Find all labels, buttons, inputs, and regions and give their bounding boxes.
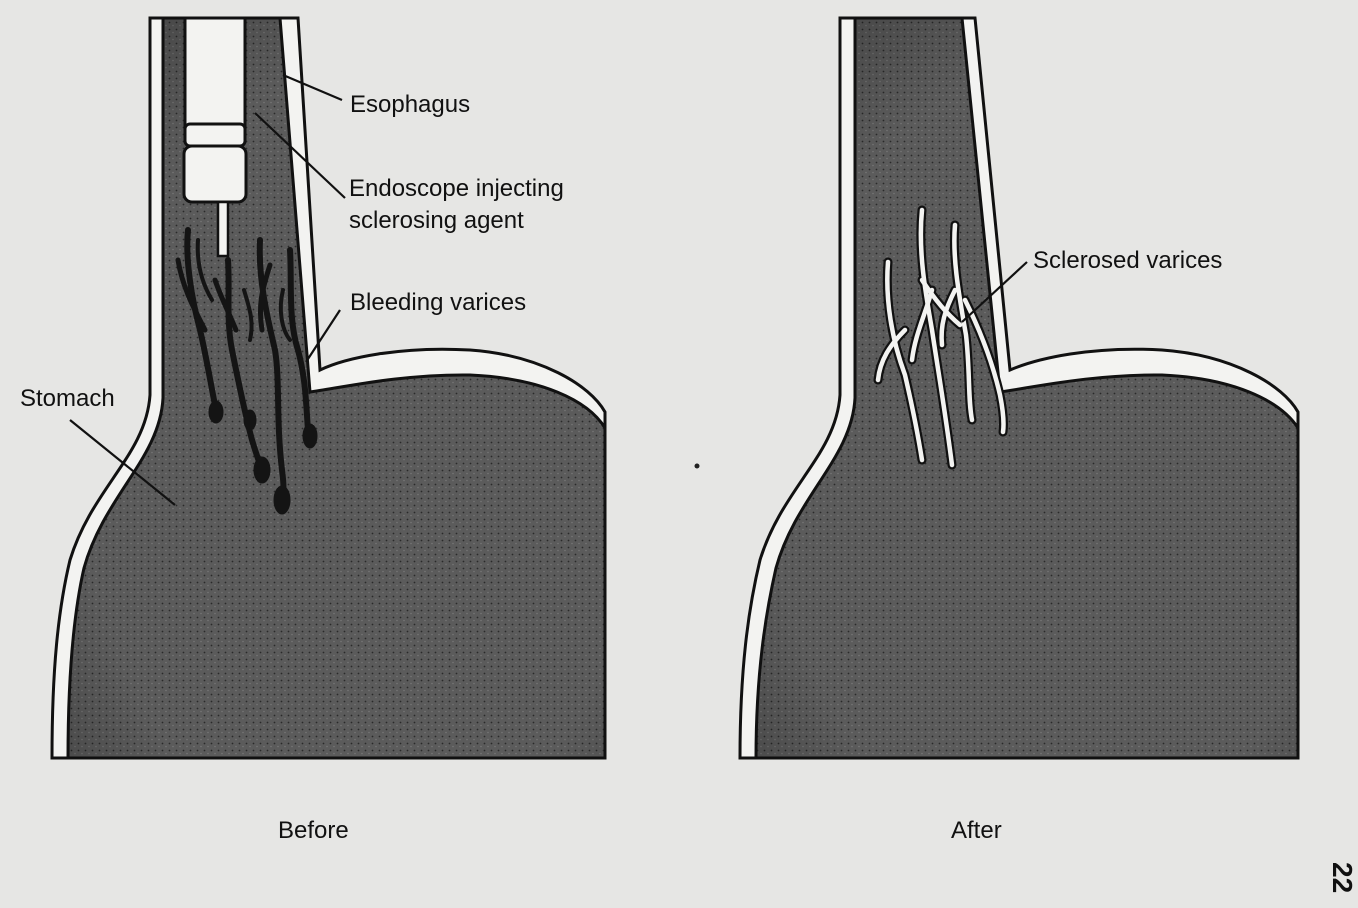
label-stomach: Stomach bbox=[20, 385, 115, 412]
after-diagram: Sclerosed varices After bbox=[740, 18, 1298, 844]
label-sclerosed-varices: Sclerosed varices bbox=[1033, 247, 1222, 274]
caption-before: Before bbox=[278, 817, 349, 844]
page-number: 22 bbox=[1327, 862, 1358, 893]
after-lumen-shade bbox=[756, 18, 1298, 758]
label-endoscope-line2: sclerosing agent bbox=[349, 207, 524, 234]
before-diagram: Esophagus Endoscope injecting sclerosing… bbox=[20, 18, 605, 844]
label-endoscope-line1: Endoscope injecting bbox=[349, 175, 564, 202]
speck bbox=[695, 464, 700, 469]
endoscope-tube bbox=[185, 18, 245, 136]
injection-needle bbox=[218, 202, 228, 256]
caption-after: After bbox=[951, 817, 1002, 844]
label-esophagus: Esophagus bbox=[350, 91, 470, 118]
label-bleeding-varices: Bleeding varices bbox=[350, 289, 526, 316]
